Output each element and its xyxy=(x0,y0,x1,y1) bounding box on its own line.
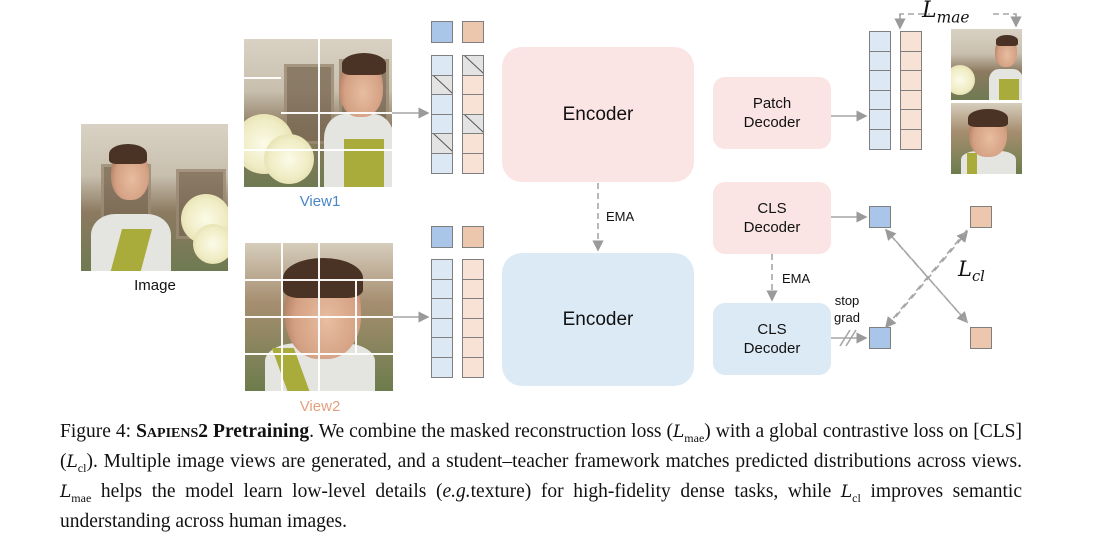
view1-cls-token-blue xyxy=(431,21,453,43)
patch-token xyxy=(869,128,891,150)
encoder-ema-label: EMA xyxy=(606,209,635,224)
cl-loss-arrow-1 xyxy=(887,231,969,324)
input-image-label: Image xyxy=(134,277,176,294)
reconstruction-tokens-orange xyxy=(900,31,922,150)
patch-token xyxy=(431,356,453,378)
student-encoder-label: Encoder xyxy=(562,103,634,125)
view2-cls-token-blue xyxy=(431,226,453,248)
patch-token xyxy=(462,152,484,174)
teacher-cls-decoder: CLS Decoder xyxy=(713,303,831,375)
mae-loss-bracket xyxy=(899,13,1016,26)
reconstruction-tokens-blue xyxy=(869,31,891,150)
teacher-encoder-label: Encoder xyxy=(562,308,634,330)
patch-decoder-label: Patch Decoder xyxy=(743,95,801,131)
target-cls-token-view2 xyxy=(970,206,992,228)
view2-patch-tokens-blue xyxy=(431,259,453,378)
patch-token xyxy=(462,356,484,378)
view2-patch-tokens-orange xyxy=(462,259,484,378)
view1-cls-token-orange xyxy=(462,21,484,43)
view2-image xyxy=(245,243,393,391)
mae-loss-label: Lmae xyxy=(922,0,970,27)
teacher-encoder: Encoder xyxy=(502,253,694,386)
stop-grad-mark-1 xyxy=(839,329,851,347)
view2-label: View2 xyxy=(299,398,341,415)
arrows-overlay xyxy=(392,13,1106,347)
input-image xyxy=(81,124,228,271)
patch-decoder: Patch Decoder xyxy=(713,77,831,149)
teacher-cls-output-token xyxy=(869,327,891,349)
stop-grad-label: stop grad xyxy=(834,293,861,325)
student-cls-decoder-label: CLS Decoder xyxy=(743,200,801,236)
stop-grad-mark-2 xyxy=(845,329,857,347)
patch-token xyxy=(431,152,453,174)
figure-caption: Figure 4: Sapiens2 Pretraining. We combi… xyxy=(60,421,1022,532)
student-encoder: Encoder xyxy=(502,47,694,182)
view1-image xyxy=(244,39,392,187)
cl-loss-label: Lcl xyxy=(958,257,985,286)
target-image-view2 xyxy=(951,103,1022,174)
view1-patch-tokens-blue xyxy=(431,55,453,174)
patch-token xyxy=(900,128,922,150)
view1-patch-tokens-orange xyxy=(462,55,484,174)
target-cls-token-view1 xyxy=(970,327,992,349)
teacher-cls-decoder-label: CLS Decoder xyxy=(743,321,801,357)
student-cls-output-token xyxy=(869,206,891,228)
view1-label: View1 xyxy=(299,193,341,210)
target-image-view1 xyxy=(951,29,1022,100)
cl-loss-arrow-2 xyxy=(887,230,969,327)
decoder-ema-label: EMA xyxy=(782,271,811,286)
view2-cls-token-orange xyxy=(462,226,484,248)
student-cls-decoder: CLS Decoder xyxy=(713,182,831,254)
